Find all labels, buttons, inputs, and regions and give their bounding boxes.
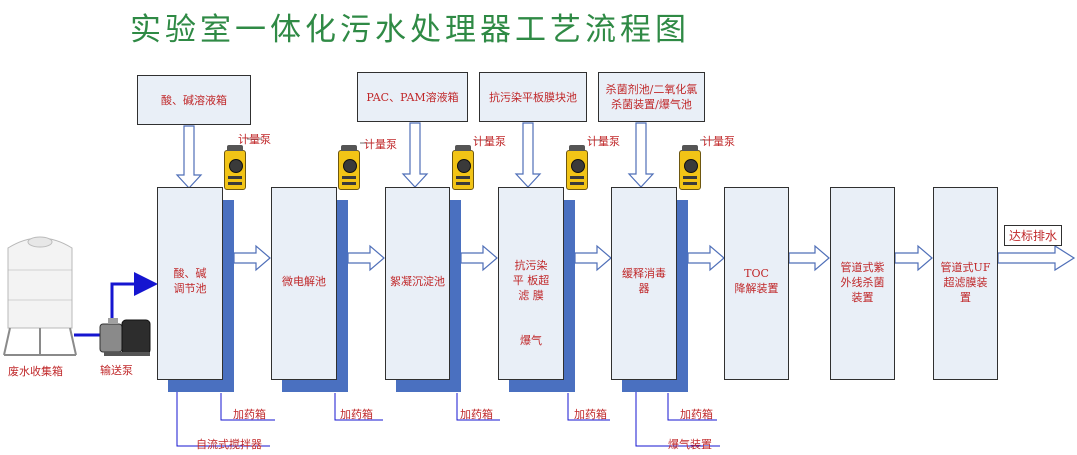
- sustained-release-disinfector: 缓释消毒 器: [611, 187, 677, 380]
- flow-arrow-6: [788, 244, 830, 272]
- sustained-release-label-line-1: 缓释消毒: [622, 267, 666, 280]
- flow-arrow-4: [574, 244, 612, 272]
- flow-arrow-7: [894, 244, 933, 272]
- dosing-arrow-acid-base: [175, 125, 203, 189]
- microelectrolysis-pool: 微电解池: [271, 187, 337, 380]
- coagulation-label: 絮凝沉淀池: [390, 275, 445, 288]
- regulating-label-line-1: 酸、碱: [173, 267, 207, 280]
- acid-base-solution-label: 酸、碱溶液箱: [161, 93, 227, 107]
- metering-pump-label-3: 计量泵: [473, 135, 506, 148]
- metering-pump-label-1: 计量泵: [238, 133, 271, 146]
- mixer-label: 自流式搅拌器: [196, 438, 262, 451]
- uf-label-line-1: 管道式UF: [940, 261, 991, 274]
- metering-pump-3: [452, 145, 474, 190]
- disinfectant-label-line-2: 杀菌装置/爆气池: [611, 98, 692, 111]
- membrane-label-line-3: 滤 膜: [518, 289, 544, 302]
- metering-pump-label-2: 计量泵: [364, 138, 397, 151]
- metering-pump-4: [566, 145, 588, 190]
- regulating-pool: 酸、碱 调节池: [157, 187, 223, 380]
- uf-label-line-3: 置: [960, 291, 971, 304]
- discharge-label: 达标排水: [1004, 225, 1063, 246]
- membrane-aeration-label: 爆气: [520, 334, 542, 347]
- uv-label-line-2: 外线杀菌: [840, 276, 885, 289]
- metering-pump-2: [338, 145, 360, 190]
- metering-pump-1: [224, 145, 246, 190]
- flow-arrow-3: [460, 244, 498, 272]
- flow-arrow-2: [347, 244, 385, 272]
- flow-arrow-out: [997, 244, 1076, 272]
- uv-sterilization-unit: 管道式紫 外线杀菌 装置: [830, 187, 895, 380]
- uv-label-line-3: 装置: [851, 291, 874, 304]
- toc-label-line-1: TOC: [744, 267, 769, 280]
- acid-base-solution-box: 酸、碱溶液箱: [137, 75, 251, 125]
- dosing-arrow-pac-pam: [401, 122, 429, 188]
- aeration-device-label: 爆气装置: [668, 438, 712, 451]
- uf-membrane-unit: 管道式UF 超滤膜装 置: [933, 187, 998, 380]
- metering-pump-label-5: 计量泵: [702, 135, 735, 148]
- transfer-pump-label: 输送泵: [100, 364, 133, 377]
- membrane-module-label: 抗污染平板膜块池: [489, 90, 577, 104]
- uf-label-line-2: 超滤膜装: [943, 276, 988, 289]
- metering-pump-label-4: 计量泵: [587, 135, 620, 148]
- toc-degradation-unit: TOC 降解装置: [724, 187, 789, 380]
- sustained-release-label-line-2: 器: [638, 282, 650, 295]
- pac-pam-solution-box: PAC、PAM溶液箱: [357, 72, 468, 122]
- dosing-box-label-2: 加药箱: [340, 408, 373, 421]
- transfer-pump-drawing: [99, 318, 151, 356]
- regulating-label-line-2: 调节池: [173, 282, 207, 295]
- coagulation-pool: 絮凝沉淀池: [385, 187, 450, 380]
- dosing-box-label-4: 加药箱: [574, 408, 607, 421]
- collection-tank-drawing: [3, 236, 77, 356]
- dosing-arrow-membrane: [514, 122, 542, 188]
- metering-pump-5: [679, 145, 701, 190]
- dosing-box-label-1: 加药箱: [233, 408, 266, 421]
- dosing-arrow-disinfectant: [627, 122, 655, 188]
- dosing-box-label-5: 加药箱: [680, 408, 713, 421]
- feed-line: [74, 272, 158, 337]
- disinfectant-label-line-1: 杀菌剂池/二氧化氯: [605, 83, 698, 96]
- membrane-module-box: 抗污染平板膜块池: [479, 72, 587, 122]
- flow-arrow-1: [233, 244, 271, 272]
- membrane-label-line-2: 平 板超: [512, 274, 550, 287]
- dosing-box-label-3: 加药箱: [460, 408, 493, 421]
- membrane-label-line-1: 抗污染: [514, 259, 548, 272]
- pac-pam-solution-label: PAC、PAM溶液箱: [366, 90, 459, 104]
- uv-label-line-1: 管道式紫: [840, 261, 885, 274]
- diagram-title: 实验室一体化污水处理器工艺流程图: [130, 12, 690, 48]
- disinfectant-box: 杀菌剂池/二氧化氯 杀菌装置/爆气池: [598, 72, 705, 122]
- membrane-filter-pool: 抗污染 平 板超 滤 膜 爆气: [498, 187, 564, 380]
- microelectrolysis-label: 微电解池: [282, 275, 326, 288]
- flow-arrow-5: [687, 244, 725, 272]
- collection-tank-label: 废水收集箱: [8, 365, 63, 378]
- toc-label-line-2: 降解装置: [734, 282, 779, 295]
